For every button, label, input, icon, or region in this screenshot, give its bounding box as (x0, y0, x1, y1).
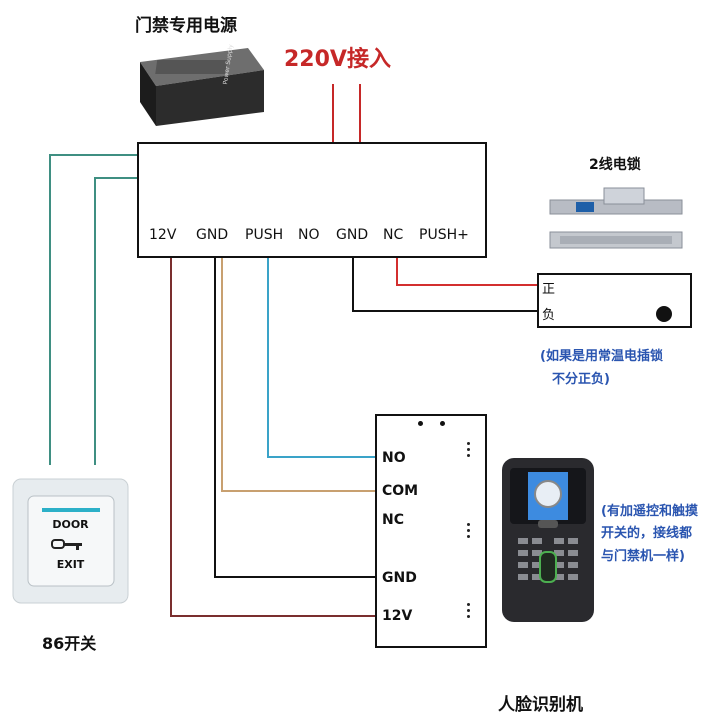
ctrl-terminal-no: NO (382, 450, 406, 466)
lock-title: 2线电锁 (589, 157, 641, 173)
ps-terminal-nc: NC (383, 227, 404, 243)
mains-label: 220V接入 (284, 47, 391, 72)
electric-lock-image (544, 174, 686, 256)
ctrl-terminal-gnd: GND (382, 570, 417, 586)
controller-note-line1: (有加遥控和触摸 (601, 504, 698, 519)
power-supply-title: 门禁专用电源 (135, 16, 237, 36)
power-supply-device: Power Supply (130, 40, 270, 128)
controller-note-line3: 与门禁机一样) (601, 549, 685, 564)
ps-terminal-gnd-1: GND (196, 227, 229, 243)
exit-button-title: 86开关 (42, 634, 97, 653)
controller-top-dot-2 (440, 421, 445, 426)
ctrl-terminal-com: COM (382, 483, 419, 499)
controller-dots-3 (467, 603, 471, 621)
face-recognition-device (500, 456, 596, 624)
controller-wire-gnd (214, 258, 376, 578)
ctrl-terminal-12v: 12V (382, 608, 413, 624)
ps-terminal-push: PUSH (245, 227, 284, 243)
lock-negative-label: 负 (542, 308, 556, 323)
ps-terminal-push-plus: PUSH+ (419, 227, 469, 243)
lock-note-line1: (如果是用常温电插锁 (540, 349, 663, 364)
exit-button-exit-text: EXIT (56, 558, 85, 571)
ps-terminal-gnd-2: GND (336, 227, 369, 243)
lock-note-line2: 不分正负) (552, 372, 610, 387)
ps-terminal-12v: 12V (149, 227, 177, 243)
controller-dots-1 (467, 442, 471, 460)
lock-wire-gnd (352, 258, 540, 312)
exit-button-door-text: DOOR (52, 518, 89, 531)
lock-positive-label: 正 (542, 282, 556, 297)
controller-dots-2 (467, 523, 471, 541)
controller-top-dot-1 (418, 421, 423, 426)
face-device-title: 人脸识别机 (498, 695, 583, 715)
lock-wire-nc (396, 258, 540, 286)
ctrl-terminal-nc: NC (382, 512, 404, 528)
controller-wire-no (267, 258, 376, 458)
controller-wire-com (221, 258, 376, 492)
exit-button-device: DOOR EXIT (12, 478, 129, 604)
lock-indicator-dot (656, 306, 672, 322)
power-supply-terminal-box (137, 142, 487, 258)
power-supply-image (140, 48, 264, 126)
ps-terminal-no: NO (298, 227, 320, 243)
controller-note-line2: 开关的，接线都 (601, 526, 693, 541)
controller-wire-12v (170, 258, 376, 617)
